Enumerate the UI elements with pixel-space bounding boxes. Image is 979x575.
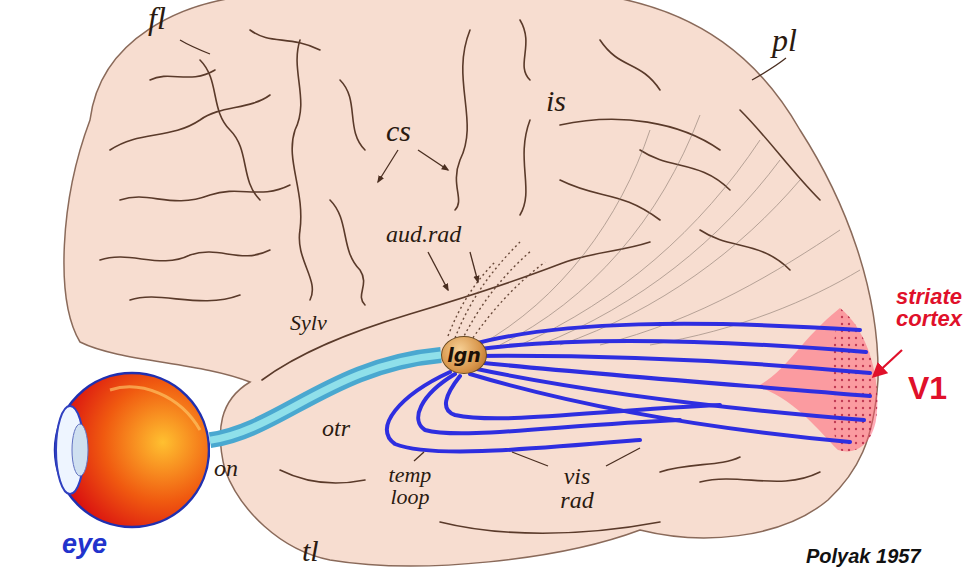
leader-lines [470, 252, 478, 282]
node-label: lgn [447, 346, 481, 365]
auditory-radiation [448, 242, 545, 342]
v1-arrow [874, 350, 902, 376]
optic-nerve-highlight [210, 355, 441, 440]
area-label: striate cortex [884, 286, 974, 330]
sulci [520, 20, 530, 80]
leader-lines [414, 452, 424, 461]
sulci [130, 295, 240, 301]
citation: Polyak 1957 [806, 546, 921, 566]
area-label: V1 [908, 372, 947, 404]
optic-radiation [446, 376, 720, 418]
sulci [110, 95, 270, 150]
sulci [560, 119, 720, 150]
lens [72, 424, 88, 476]
eye-label: eye [50, 530, 210, 560]
leader-lines [418, 150, 448, 170]
parietal-fibres [480, 130, 650, 345]
fissure-label: Sylv [290, 312, 327, 334]
sulci [660, 457, 740, 472]
sulcus-label: cs [386, 116, 411, 146]
optic-radiation [472, 341, 866, 352]
tract-label: vis rad [548, 464, 606, 512]
optic-radiation [418, 374, 680, 433]
nerve-label: on [214, 456, 238, 480]
sulcus-label: is [546, 86, 566, 116]
sulci [560, 180, 660, 220]
lgn-nucleus: lgn [441, 336, 487, 374]
auditory-radiation [448, 262, 495, 336]
optic-radiation [387, 324, 870, 452]
sulci [740, 110, 820, 200]
auditory-radiation [462, 250, 532, 340]
lobe-label: tl [302, 536, 319, 566]
sulci [455, 30, 470, 210]
eye-figure: eye [50, 370, 210, 560]
leader-lines [752, 58, 786, 80]
parietal-fibres [520, 140, 760, 345]
tract-label: otr [322, 416, 350, 440]
optic-nerve-body [210, 355, 441, 440]
optic-radiation [474, 356, 870, 373]
leader-lines [180, 40, 210, 54]
sulci [640, 150, 730, 190]
tract-label: aud.rad [386, 222, 461, 246]
sulci [700, 472, 820, 482]
sulci [280, 470, 365, 483]
sulci [520, 120, 530, 215]
leader-lines [180, 40, 786, 466]
sulci [100, 250, 270, 261]
parietal-fibres [480, 115, 860, 345]
auditory-radiation [470, 262, 545, 342]
sulci [340, 80, 365, 150]
sulci [292, 40, 312, 300]
eyeball-sphere [55, 373, 209, 527]
parietal-fibres [560, 180, 800, 345]
lobe-label: fl [148, 2, 166, 34]
sulci [120, 185, 290, 201]
leader-lines [606, 448, 640, 466]
parietal-fibres [500, 115, 700, 345]
eyeball [50, 370, 210, 530]
sulci [262, 242, 650, 380]
auditory-radiation [455, 242, 520, 338]
leader-lines [378, 150, 398, 182]
sulci [150, 70, 215, 80]
sulci [330, 200, 365, 305]
lobe-label: pl [772, 24, 797, 56]
tract-label: temp loop [380, 464, 440, 508]
sulci [200, 60, 260, 200]
optic-radiation [472, 368, 864, 420]
optic-nerve [210, 355, 441, 440]
sulci [600, 40, 660, 90]
eye-highlight [110, 387, 200, 430]
sulci [250, 30, 320, 50]
sulci [440, 522, 660, 533]
leader-lines [512, 452, 548, 466]
leader-lines [428, 252, 448, 290]
parietal-fibres [540, 160, 780, 345]
